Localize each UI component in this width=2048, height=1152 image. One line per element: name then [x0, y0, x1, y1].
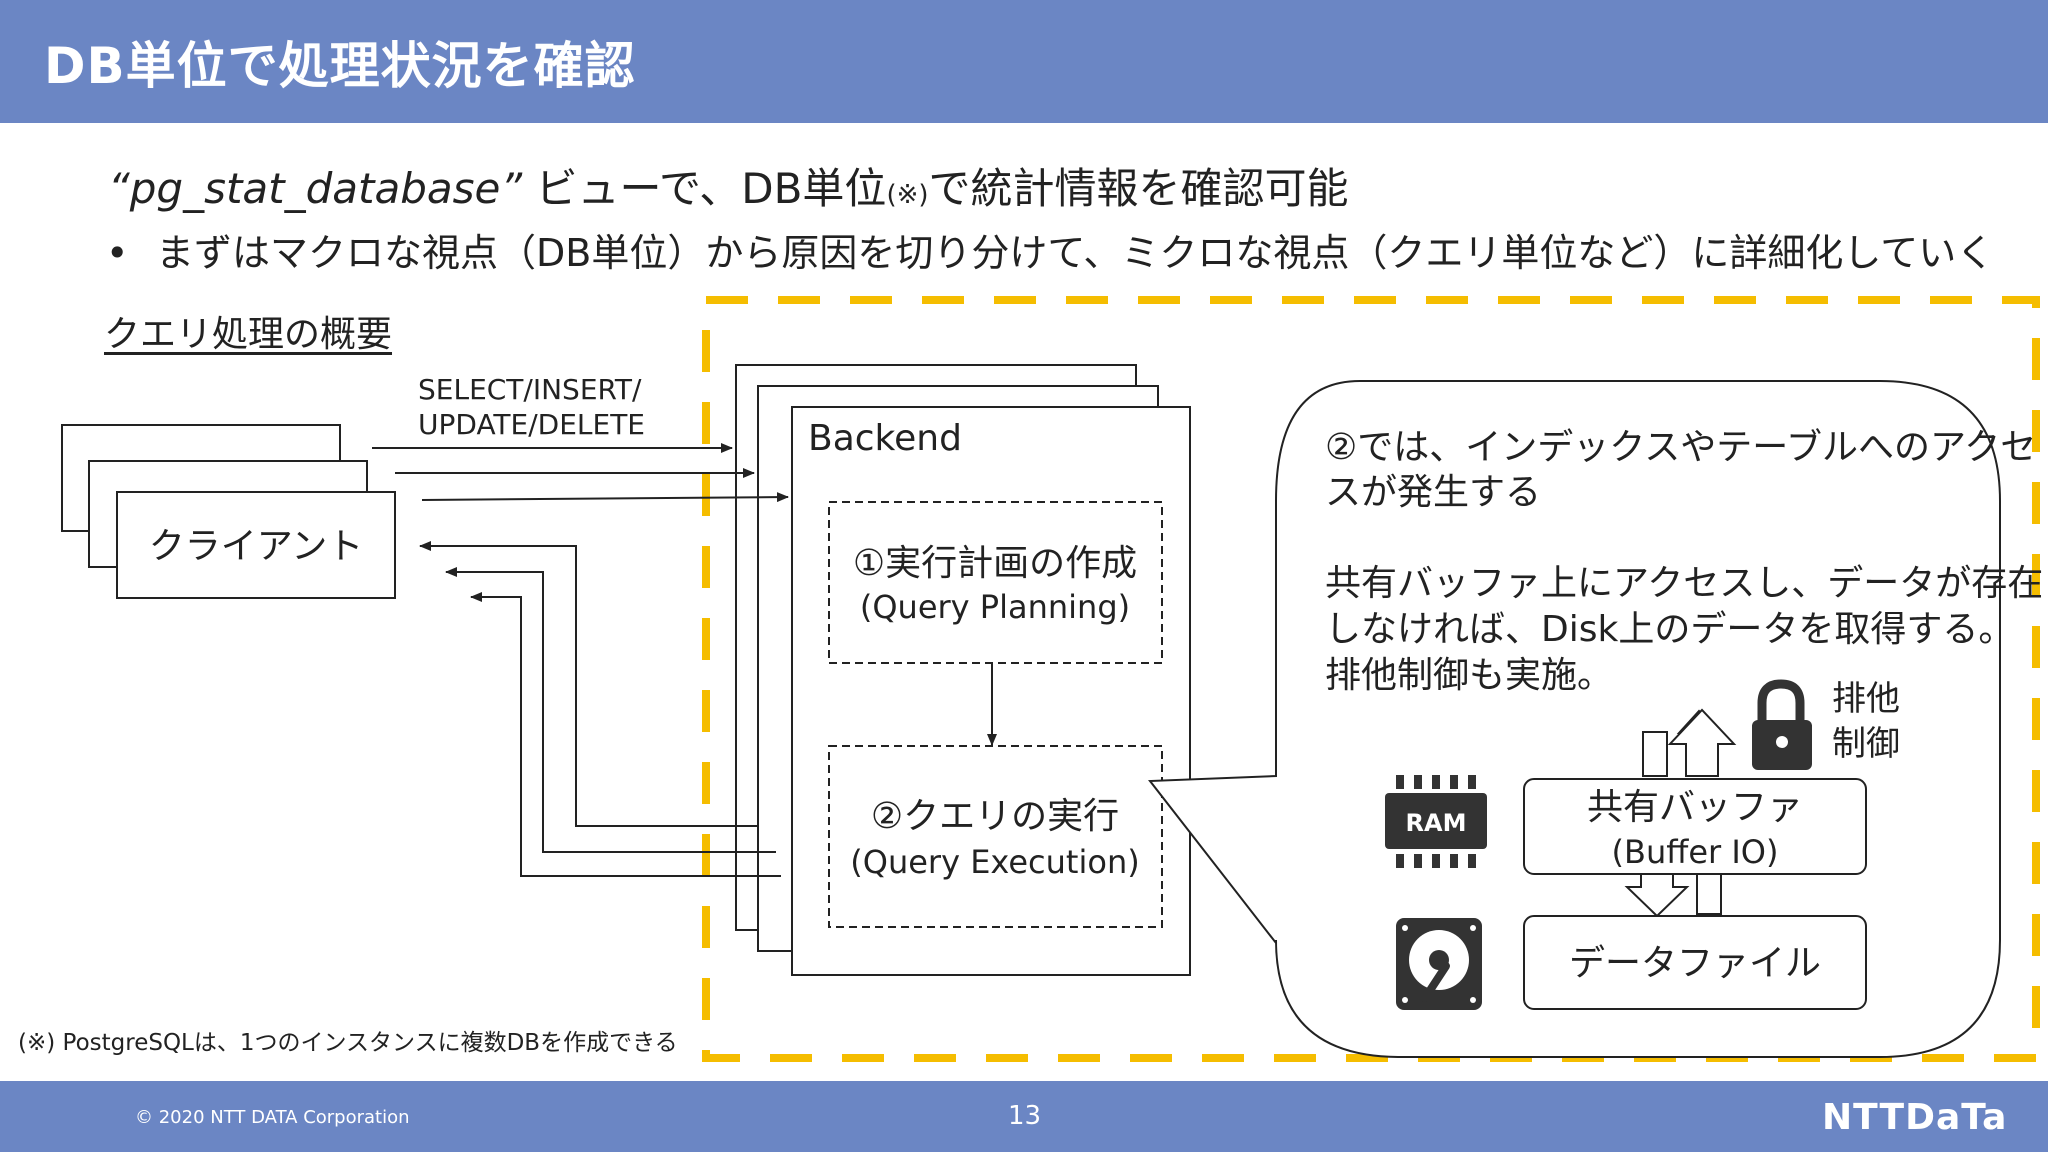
buffer-up-arrow-stem — [1642, 731, 1668, 777]
query-execution-line1: ②クエリの実行 — [871, 796, 1119, 837]
query-planning-box — [828, 501, 1163, 664]
footer-bar: © 2020 NTT DATA Corporation 13 NTTDaTa — [0, 1081, 2048, 1152]
datafile-down-arrow — [1624, 873, 1690, 918]
copyright-text: © 2020 NTT DATA Corporation — [135, 1107, 410, 1128]
response-arrow-1 — [419, 541, 758, 827]
callout-line5: 排他制御も実施。 — [1325, 655, 1613, 696]
callout-line1: ②では、インデックスやテーブルへのアクセ — [1325, 427, 2036, 468]
request-label-line2: UPDATE/DELETE — [418, 408, 645, 441]
section-subtitle: クエリ処理の概要 — [104, 314, 393, 355]
query-execution-line2: (Query Execution) — [850, 843, 1139, 881]
note-mark: (※) — [886, 180, 929, 210]
query-planning-line2: (Query Planning) — [860, 588, 1130, 626]
backend-label: Backend — [808, 418, 962, 459]
disk-icon — [1396, 918, 1482, 1010]
buffer-up-arrow-head — [1667, 708, 1737, 777]
footnote: (※) PostgreSQLは、1つのインスタンスに複数DBを作成できる — [18, 1030, 678, 1056]
shared-buffer-line2: (Buffer IO) — [1612, 833, 1779, 871]
callout-line4: しなければ、Disk上のデータを取得する。 — [1325, 609, 2014, 650]
query-execution-box — [828, 745, 1163, 928]
ram-icon: RAM — [1385, 775, 1487, 868]
callout-line2: スが発生する — [1325, 472, 1541, 513]
bullet-item: • まずはマクロな視点（DB単位）から原因を切り分けて、ミクロな視点（クエリ単位な… — [106, 222, 1994, 277]
lock-icon — [1752, 679, 1812, 770]
request-label-line1: SELECT/INSERT/ — [418, 373, 642, 406]
lead-text: “pg_stat_database” ビューで、DB単位(※)で統計情報を確認可… — [108, 155, 1349, 216]
client-box-front — [116, 491, 396, 599]
title-bar: DB単位で処理状況を確認 — [0, 0, 2048, 123]
company-logo: NTTDaTa — [1822, 1097, 2008, 1138]
shared-buffer-box — [1523, 778, 1867, 875]
view-name: “pg_stat_database” — [108, 164, 523, 213]
lead-text-part1: ビューで、DB単位 — [522, 164, 887, 213]
response-arrow-2 — [445, 567, 776, 853]
bullet-text: まずはマクロな視点（DB単位）から原因を切り分けて、ミクロな視点（クエリ単位など… — [156, 231, 1995, 275]
page-number: 13 — [1008, 1101, 1042, 1131]
datafile-box — [1523, 915, 1867, 1010]
callout-line3: 共有バッファ上にアクセスし、データが存在 — [1325, 563, 2043, 604]
lock-label-line2: 制御 — [1832, 724, 1900, 764]
dashed-highlight-frame — [702, 296, 2040, 1062]
response-arrow-3 — [470, 592, 781, 877]
bullet-mark: • — [106, 231, 129, 275]
datafile-down-arrow-stem — [1696, 873, 1722, 915]
callout-bubble — [1148, 380, 2001, 1058]
datafile-label: データファイル — [1569, 943, 1821, 984]
lock-label-line1: 排他 — [1832, 679, 1900, 719]
lead-text-part2: で統計情報を確認可能 — [928, 164, 1349, 213]
client-label: クライアント — [149, 526, 364, 567]
ram-label: RAM — [1406, 809, 1467, 837]
request-arrow-3 — [421, 492, 789, 503]
page-title: DB単位で処理状況を確認 — [44, 37, 636, 95]
query-planning-line1: ①実行計画の作成 — [853, 543, 1137, 584]
shared-buffer-line1: 共有バッファ — [1587, 787, 1803, 828]
